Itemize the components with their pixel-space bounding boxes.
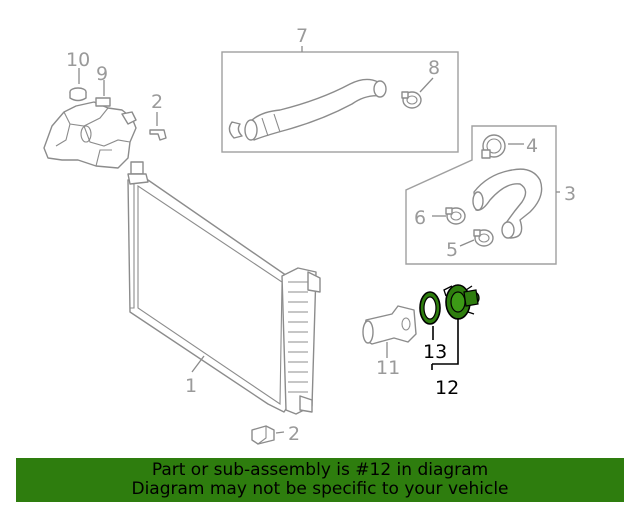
radiator-part[interactable] [127,161,321,415]
callout-6: 6 [414,207,426,229]
hose-clamp-8-part[interactable] [401,91,422,109]
bracket-clip-upper-part[interactable] [149,129,167,141]
callout-2-upper: 2 [151,91,163,113]
callout-13: 13 [423,341,447,363]
notice-line-1: Part or sub-assembly is #12 in diagram [151,460,489,480]
callout-3: 3 [564,183,576,205]
coolant-reservoir-part[interactable] [43,97,137,169]
callout-11: 11 [376,357,400,379]
hose-clamp-5-part[interactable] [473,229,494,247]
callout-8: 8 [428,57,440,79]
hose-clamp-6-part[interactable] [445,207,466,225]
hose-clamp-4-part[interactable] [481,134,506,159]
notice-line-2: Diagram may not be specific to your vehi… [131,479,509,499]
bracket-clip-lower-part[interactable] [251,425,275,445]
callout-4: 4 [526,135,538,157]
thermostat-gasket-part[interactable] [419,291,441,325]
water-outlet-part[interactable] [362,305,417,345]
thermostat-part[interactable] [443,284,480,320]
callout-5: 5 [446,239,458,261]
reservoir-cap-part[interactable] [69,87,87,102]
callout-2-lower: 2 [288,423,300,445]
callout-7: 7 [296,25,308,47]
upper-radiator-hose-part[interactable] [228,78,387,141]
upper-hose-group-box [221,51,459,153]
lower-radiator-hose-part[interactable] [472,168,543,239]
diagram-notice-banner: Part or sub-assembly is #12 in diagram D… [16,458,624,502]
leader-lines [78,46,560,434]
callout-1: 1 [185,375,197,397]
callout-12: 12 [435,377,459,399]
callout-10: 10 [66,49,90,71]
lower-hose-group-box [405,125,557,265]
callout-9: 9 [96,63,108,85]
